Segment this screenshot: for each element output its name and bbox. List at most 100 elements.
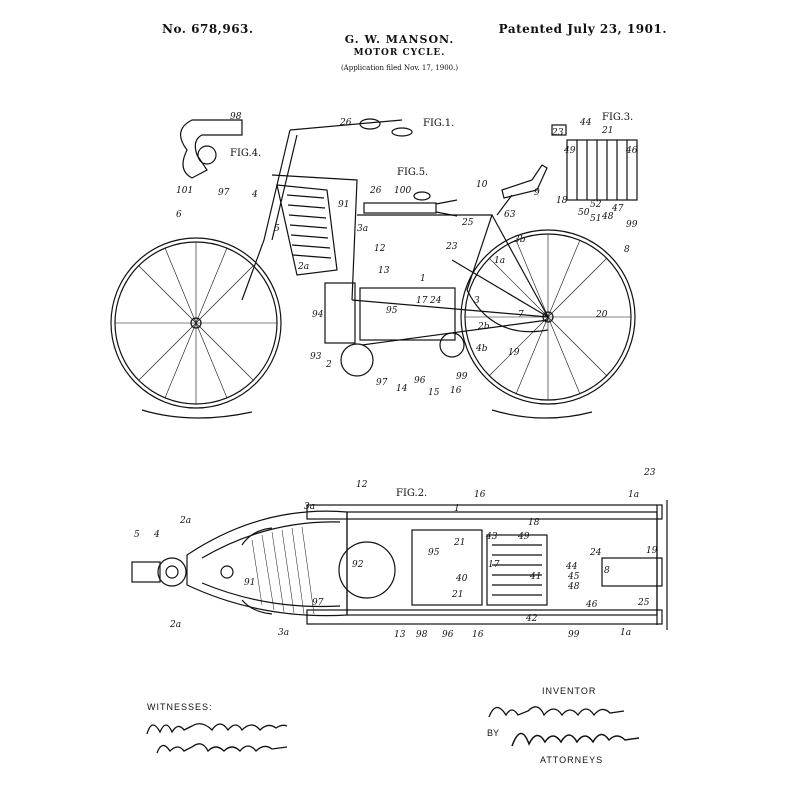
fig1-label: 19 [508, 348, 520, 358]
fig4-label: 101 [176, 186, 194, 196]
fig1-label: 93 [310, 352, 322, 362]
fig1-label: 7 [518, 310, 524, 320]
fig2-label: 25 [638, 598, 650, 608]
fig1-label: 14 [396, 384, 408, 394]
fig2-label: 41 [530, 572, 542, 582]
fig2-label: 46 [586, 600, 598, 610]
fig2-label: 99 [568, 630, 580, 640]
fig1-label: 2 [326, 360, 332, 370]
fig1-label: 23 [446, 242, 458, 252]
fig2-label: 17 [488, 560, 500, 570]
fig2-label: 97 [312, 598, 324, 608]
fig2-label: 42 [526, 614, 538, 624]
fig1-label: 94 [312, 310, 324, 320]
fig1-label: 99 [456, 372, 468, 382]
fig2-label: 91 [244, 578, 256, 588]
fig1-label: 5 [274, 224, 280, 234]
fig1-label: 1 [420, 274, 426, 284]
fig1-label: 9 [534, 188, 540, 198]
fig2-label: 3a [278, 628, 290, 638]
witness-signature-1 [146, 723, 288, 735]
fig3-label: 21 [602, 126, 614, 136]
fig1-label: 6 [176, 210, 182, 220]
fig5-label: 100 [394, 186, 412, 196]
fig3-label: 48 [602, 212, 614, 222]
fig4-title: FIG.4. [230, 148, 262, 159]
fig1-label: 2a [298, 262, 310, 272]
fig2-title: FIG.2. [396, 488, 428, 499]
fig3-title: FIG.3. [602, 112, 634, 123]
attorney-signature [511, 732, 640, 747]
fig1-label: 10 [476, 180, 488, 190]
fig1-label: 95 [386, 306, 398, 316]
fig2-label: 48 [568, 582, 580, 592]
fig3-label: 99 [626, 220, 638, 230]
fig2-label: 2a [170, 620, 182, 630]
fig1-label: 3a [357, 224, 369, 234]
witness-signature-2 [156, 743, 288, 754]
fig2-label: 5 [134, 530, 140, 540]
fig4-label: 97 [218, 188, 230, 198]
fig2-label: 3a [304, 502, 316, 512]
fig2-label: 13 [394, 630, 406, 640]
fig1-label: 3 [474, 296, 480, 306]
fig2-label: 1a [628, 490, 640, 500]
fig2-label: 98 [416, 630, 428, 640]
fig2-label: 18 [528, 518, 540, 528]
fig1-label: 91 [338, 200, 350, 210]
patent-date: Patented July 23, 1901. [498, 22, 667, 36]
fig2-label: 19 [646, 546, 658, 556]
fig2-label: 45 [568, 572, 580, 582]
fig2-label: 21 [454, 538, 466, 548]
fig3-label: 50 [578, 208, 590, 218]
fig2-label: 16 [472, 630, 484, 640]
patent-sheet: No. 678,963. Patented July 23, 1901. G. … [110, 0, 687, 800]
fig3-label: 49 [564, 146, 576, 156]
fig1-label: 15 [428, 388, 440, 398]
fig1-label: 24 [430, 296, 442, 306]
inventor-label: INVENTOR [542, 686, 597, 696]
fig2-label: 95 [428, 548, 440, 558]
fig2-label: 23 [644, 468, 656, 478]
fig2-label: 21 [452, 590, 464, 600]
fig1-label: 3b [514, 235, 526, 245]
fig3-label: 51 [590, 214, 602, 224]
fig5-label: 26 [370, 186, 382, 196]
fig1-label: 12 [374, 244, 386, 254]
application-date: (Application filed Nov. 17, 1900.) [340, 64, 459, 72]
fig1-label: 25 [462, 218, 474, 228]
fig3-label: 46 [626, 146, 638, 156]
fig1-label: 1a [494, 256, 506, 266]
fig2-label: 4 [154, 530, 160, 540]
fig1-label: 17 [416, 296, 428, 306]
patent-title: MOTOR CYCLE. [353, 48, 446, 58]
fig2-label: 24 [590, 548, 602, 558]
fig1-label: 2b [478, 322, 490, 332]
inventor-name: G. W. MANSON. [344, 33, 455, 46]
fig1-label: 20 [596, 310, 608, 320]
fig2-label: 2a [180, 516, 192, 526]
fig3-label: 52 [590, 200, 602, 210]
by-label: BY [487, 728, 500, 738]
fig2-label: 1a [620, 628, 632, 638]
patent-number: No. 678,963. [162, 22, 254, 36]
fig3-label: 18 [556, 196, 568, 206]
fig1-title: FIG.1. [423, 118, 455, 129]
fig1-label: 8 [624, 245, 630, 255]
fig2-label: 8 [604, 566, 610, 576]
fig1-label: 96 [414, 376, 426, 386]
fig3-label: 44 [580, 118, 592, 128]
fig2-label: 43 [486, 532, 498, 542]
fig1-motorcycle-drawing [110, 118, 638, 419]
fig1-label: 13 [378, 266, 390, 276]
attorneys-label: ATTORNEYS [540, 755, 604, 765]
fig1-label: 4 [252, 190, 258, 200]
fig3-label: 23 [552, 128, 564, 138]
fig2-plan-drawing [131, 500, 668, 630]
fig3-label: 47 [612, 204, 624, 214]
fig2-label: 16 [474, 490, 486, 500]
fig2-label: 49 [518, 532, 530, 542]
fig2-label: 44 [566, 562, 578, 572]
fig2-label: 92 [352, 560, 364, 570]
fig4-label: 98 [230, 112, 242, 122]
